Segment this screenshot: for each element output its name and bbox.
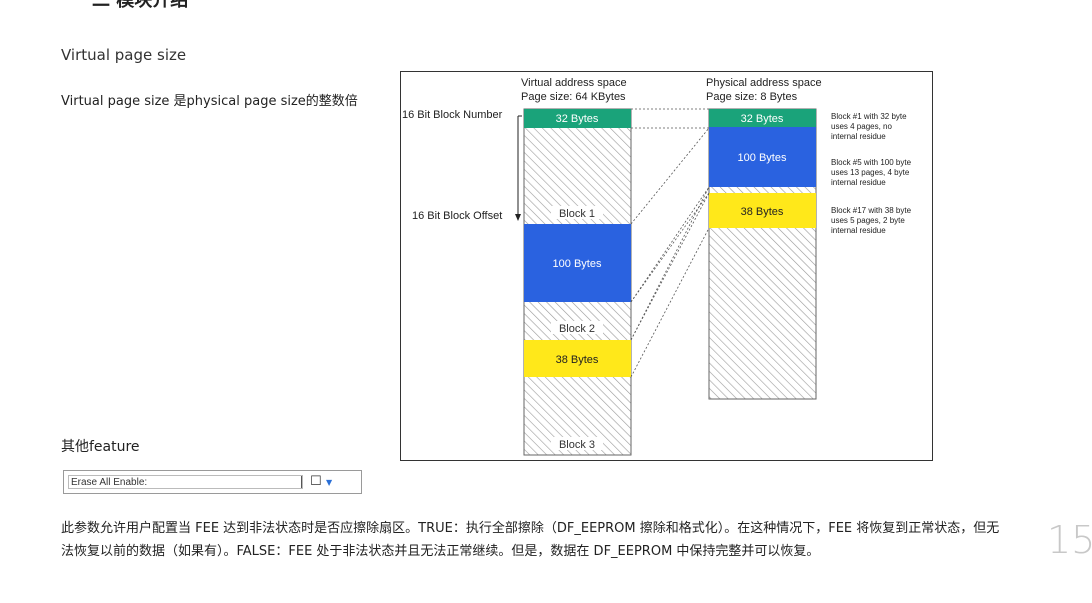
physical-32-bytes xyxy=(709,109,816,127)
svg-text:internal residue: internal residue xyxy=(831,132,886,141)
svg-text:internal residue: internal residue xyxy=(831,226,886,235)
svg-text:internal residue: internal residue xyxy=(831,178,886,187)
virtual-block-2-label: Block 2 xyxy=(559,323,595,335)
virtual-header-line2: Page size: 64 KBytes xyxy=(521,91,626,103)
other-feature-title: 其他feature xyxy=(61,439,140,455)
svg-text:uses 13 pages, 4 byte: uses 13 pages, 4 byte xyxy=(831,168,910,177)
erase-all-enable-input[interactable]: Erase All Enable: xyxy=(68,475,303,489)
svg-text:Block #1 with 32 byte: Block #1 with 32 byte xyxy=(831,112,907,121)
physical-100-bytes-label: 100 Bytes xyxy=(738,152,787,164)
physical-38-bytes xyxy=(709,193,816,228)
svg-text:uses 4 pages, no: uses 4 pages, no xyxy=(831,122,892,131)
virtual-page-size-title: Virtual page size xyxy=(61,46,187,64)
virtual-block-1-label: Block 1 xyxy=(559,208,595,220)
top-heading: 二 模块介绍 xyxy=(92,0,189,11)
virtual-page-size-description: Virtual page size 是physical page size的整数… xyxy=(61,94,358,109)
virtual-32-bytes xyxy=(524,109,631,128)
physical-100-bytes xyxy=(709,127,816,187)
virtual-header-line1: Virtual address space xyxy=(521,77,627,89)
physical-32-bytes-label: 32 Bytes xyxy=(741,113,784,125)
description-paragraph: 此参数允许用户配置当 FEE 达到非法状态时是否应擦除扇区。TRUE：执行全部擦… xyxy=(61,521,1000,559)
address-space-diagram: Virtual address space Page size: 64 KByt… xyxy=(400,71,933,461)
virtual-100-bytes-label: 100 Bytes xyxy=(553,258,602,270)
virtual-32-bytes-label: 32 Bytes xyxy=(556,113,599,125)
note-block-1: Block #1 with 32 byte uses 4 pages, no i… xyxy=(831,112,907,141)
link-icon[interactable]: ☐ xyxy=(310,474,322,489)
mapping-lines xyxy=(630,108,710,378)
physical-38-bytes-label: 38 Bytes xyxy=(741,206,784,218)
virtual-100-bytes xyxy=(524,224,631,302)
note-block-5: Block #5 with 100 byte uses 13 pages, 4 … xyxy=(831,158,912,187)
virtual-38-bytes xyxy=(524,340,631,377)
virtual-block-3-label: Block 3 xyxy=(559,439,595,451)
physical-header-line1: Physical address space xyxy=(706,77,822,89)
note-block-17: Block #17 with 38 byte uses 5 pages, 2 b… xyxy=(831,206,912,235)
virtual-38-bytes-label: 38 Bytes xyxy=(556,354,599,366)
erase-all-enable-field[interactable]: Erase All Enable: ☐ ▼ xyxy=(63,470,362,494)
chevron-down-icon[interactable]: ▼ xyxy=(326,478,333,487)
svg-text:Block #17 with 38 byte: Block #17 with 38 byte xyxy=(831,206,912,215)
physical-header-line2: Page size: 8 Bytes xyxy=(706,91,798,103)
label-block-offset: 16 Bit Block Offset xyxy=(412,210,502,222)
field-separator xyxy=(301,476,302,488)
svg-text:Block #5 with 100 byte: Block #5 with 100 byte xyxy=(831,158,912,167)
label-block-number: 16 Bit Block Number xyxy=(402,109,503,121)
page-number: 15 xyxy=(1047,518,1092,562)
svg-text:uses 5 pages, 2 byte: uses 5 pages, 2 byte xyxy=(831,216,905,225)
